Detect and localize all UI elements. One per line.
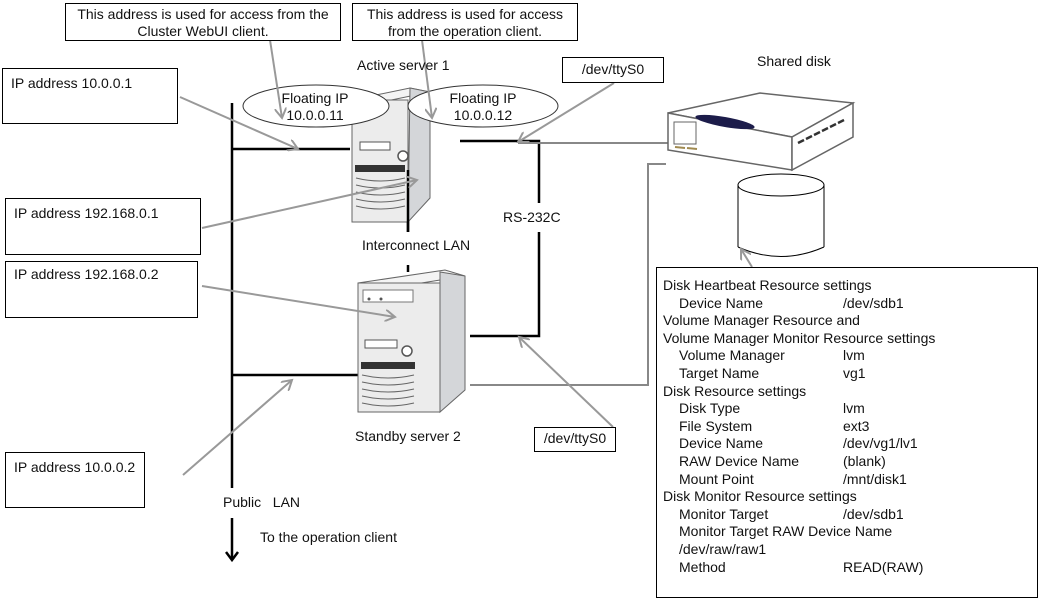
callout-webui-line1: This address is used for access from the xyxy=(77,6,329,22)
disk-cylinder-icon xyxy=(737,173,825,257)
settings-panel: Disk Heartbeat Resource settings Device … xyxy=(656,267,1038,598)
pointer-ip192-1 xyxy=(201,180,417,229)
settings-value: /mnt/disk1 xyxy=(843,470,907,487)
settings-row: Device Name /dev/vg1/lv1 xyxy=(663,435,1037,453)
callout-ip-192-168-0-1: IP address 192.168.0.1 xyxy=(5,198,201,255)
interconnect-lan-label: Interconnect LAN xyxy=(362,237,471,253)
rs232c-line-lower xyxy=(470,232,541,338)
settings-value: /dev/sdb1 xyxy=(843,505,904,522)
pointer-operation-to-fip2 xyxy=(421,39,432,118)
callout-ttys0-top: /dev/ttyS0 xyxy=(562,57,664,83)
settings-row: Device Name /dev/sdb1 xyxy=(663,295,1037,313)
settings-row: Monitor Target /dev/sdb1 xyxy=(663,506,1037,524)
settings-value: lvm xyxy=(843,347,865,364)
callout-ip-192-168-0-2: IP address 192.168.0.2 xyxy=(5,261,198,318)
settings-key: Device Name xyxy=(679,435,764,452)
disk-resource-heading: Disk Resource settings xyxy=(663,382,807,399)
floating-ip-2-address: 10.0.0.12 xyxy=(453,107,513,123)
callout-operation-line2: from the operation client. xyxy=(387,23,543,39)
settings-key: RAW Device Name xyxy=(679,452,800,469)
callout-operation: This address is used for access from the… xyxy=(352,3,578,41)
public-lan-label: Public LAN xyxy=(223,494,301,510)
pointer-ttys0-bottom xyxy=(519,337,614,428)
settings-value: lvm xyxy=(843,400,865,417)
settings-key: Disk Type xyxy=(679,400,741,417)
monitor-raw-device-key: Monitor Target RAW Device Name xyxy=(679,523,893,540)
volume-manager-heading-2: Volume Manager Monitor Resource settings xyxy=(663,329,936,346)
callout-operation-line1: This address is used for access xyxy=(366,6,564,22)
settings-row: Disk Type lvm xyxy=(663,400,1037,418)
settings-value: READ(RAW) xyxy=(843,558,924,575)
callout-ip-192-168-0-1-text: IP address 192.168.0.1 xyxy=(14,205,159,221)
settings-value: /dev/vg1/lv1 xyxy=(843,435,918,452)
standby-server-label: Standby server 2 xyxy=(355,428,461,444)
callout-ip-10-0-0-1: IP address 10.0.0.1 xyxy=(2,68,178,124)
down-arrow-icon xyxy=(225,551,239,563)
callout-ip-192-168-0-2-text: IP address 192.168.0.2 xyxy=(14,266,159,282)
callout-webui: This address is used for access from the… xyxy=(65,3,341,41)
disk-monitor-heading: Disk Monitor Resource settings xyxy=(663,488,857,505)
floating-ip-2-label: Floating IP xyxy=(449,90,517,106)
standby-server-icon xyxy=(357,269,466,414)
callout-ttys0-bottom-text: /dev/ttyS0 xyxy=(543,430,607,446)
settings-key: Target Name xyxy=(679,364,760,381)
settings-key: Mount Point xyxy=(679,470,754,487)
floating-ip-1: Floating IP 10.0.0.11 xyxy=(255,90,375,124)
settings-value: (blank) xyxy=(843,452,886,469)
pointer-ip1 xyxy=(179,96,298,149)
settings-key: Method xyxy=(679,558,726,575)
floating-ip-1-address: 10.0.0.11 xyxy=(286,107,344,123)
floating-ip-oval-2 xyxy=(407,84,559,128)
settings-value: vg1 xyxy=(843,364,866,381)
settings-row: Volume Manager lvm xyxy=(663,347,1037,365)
disk-heartbeat-heading: Disk Heartbeat Resource settings xyxy=(663,277,872,293)
disk-link-server2 xyxy=(470,163,666,386)
settings-row: Method READ(RAW) xyxy=(663,559,1037,577)
callout-ip-10-0-0-2: IP address 10.0.0.2 xyxy=(5,452,145,508)
shared-disk-icon xyxy=(667,92,856,172)
settings-value: ext3 xyxy=(843,417,870,434)
monitor-raw-device-value: /dev/raw/raw1 xyxy=(679,540,767,557)
rs232c-label: RS-232C xyxy=(503,209,561,225)
settings-key: Monitor Target xyxy=(679,505,769,522)
floating-ip-2: Floating IP 10.0.0.12 xyxy=(423,90,543,124)
pointer-ip192-2 xyxy=(201,285,395,317)
shared-disk-label: Shared disk xyxy=(757,53,831,69)
pointer-ip2 xyxy=(182,380,292,476)
volume-manager-heading-1: Volume Manager Resource and xyxy=(663,312,860,329)
settings-row: File System ext3 xyxy=(663,418,1037,436)
settings-row: RAW Device Name (blank) xyxy=(663,453,1037,471)
settings-key: Device Name xyxy=(679,294,764,311)
callout-ip-10-0-0-1-text: IP address 10.0.0.1 xyxy=(11,75,133,91)
callout-webui-line2: Cluster WebUI client. xyxy=(137,23,269,39)
callout-ip-10-0-0-2-text: IP address 10.0.0.2 xyxy=(14,459,136,475)
floating-ip-1-label: Floating IP xyxy=(281,90,349,106)
callout-ttys0-top-text: /dev/ttyS0 xyxy=(581,61,645,77)
callout-ttys0-bottom: /dev/ttyS0 xyxy=(534,427,616,452)
pointer-ttys0-top xyxy=(518,82,615,142)
pointer-webui-to-fip1 xyxy=(269,39,282,118)
settings-key: File System xyxy=(679,417,753,434)
active-server-label: Active server 1 xyxy=(357,57,450,73)
rs232c-line xyxy=(460,139,541,203)
settings-value: /dev/sdb1 xyxy=(843,294,904,311)
settings-row: Mount Point /mnt/disk1 xyxy=(663,471,1037,489)
settings-key: Volume Manager xyxy=(679,347,785,364)
to-operation-client-label: To the operation client xyxy=(260,529,397,545)
pointer-settings-to-disk xyxy=(741,249,753,268)
settings-row: Target Name vg1 xyxy=(663,365,1037,383)
